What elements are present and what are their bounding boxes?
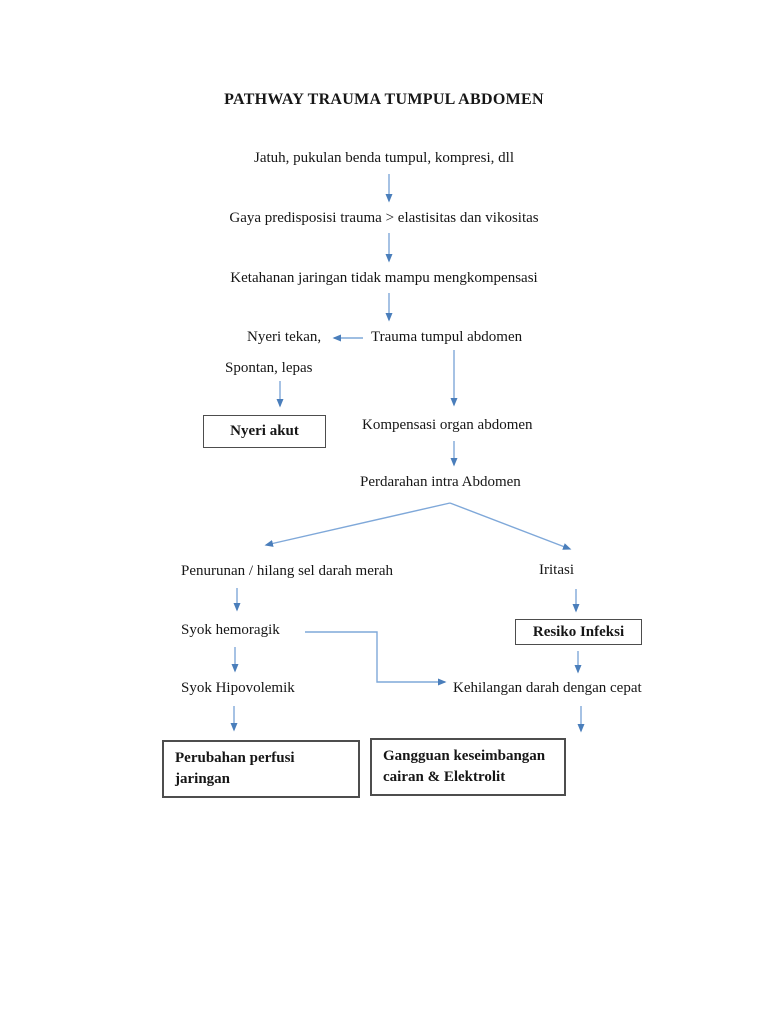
node-syok-hipovolemik: Syok Hipovolemik [181, 680, 295, 696]
node-tissue: Ketahanan jaringan tidak mampu mengkompe… [230, 270, 538, 286]
node-trigger: Jatuh, pukulan benda tumpul, kompresi, d… [254, 150, 514, 166]
node-penurunan: Penurunan / hilang sel darah merah [181, 563, 394, 579]
node-syok-hemoragik: Syok hemoragik [181, 622, 280, 638]
node-iritasi: Iritasi [539, 562, 574, 578]
diagram-title: PATHWAY TRAUMA TUMPUL ABDOMEN [224, 91, 544, 108]
node-box-nyeri-akut: Nyeri akut [203, 415, 326, 448]
node-perdarahan: Perdarahan intra Abdomen [360, 474, 521, 490]
node-spontan-lepas: Spontan, lepas [225, 360, 313, 376]
connector-perdarahan-to-iritasi-arrow [449, 502, 572, 550]
node-trauma-tumpul-abdomen: Trauma tumpul abdomen [371, 329, 523, 345]
connector-perdarahan-to-penurunan-arrow [264, 502, 451, 547]
node-kehilangan-darah: Kehilangan darah dengan cepat [453, 680, 642, 696]
node-kompensasi: Kompensasi organ abdomen [362, 417, 533, 433]
node-box-resiko-infeksi: Resiko Infeksi [515, 619, 642, 645]
node-nyeri-tekan: Nyeri tekan, [247, 329, 322, 345]
node-box-perubahan-perfusi: Perubahan perfusi jaringan [162, 740, 360, 798]
connector-syok-hemoragik-to-kehilangan-elbow-arrow [305, 631, 447, 686]
node-box-gangguan-keseimbangan: Gangguan keseimbangan cairan & Elektroli… [370, 738, 566, 796]
node-force: Gaya predisposisi trauma > elastisitas d… [229, 210, 539, 226]
